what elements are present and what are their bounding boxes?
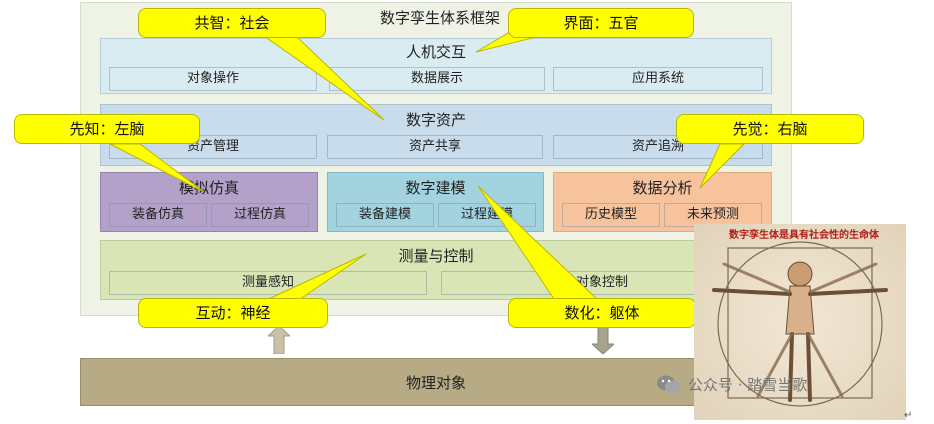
callout-right-brain: 先觉：右脑 xyxy=(676,114,864,144)
vitruvian-man-icon xyxy=(694,224,906,420)
callout-nerves: 互动：神经 xyxy=(138,298,328,328)
measure-control-title: 测量与控制 xyxy=(398,247,474,265)
paragraph-mark: ↵ xyxy=(904,410,913,421)
simulation-item-equipment: 装备仿真 xyxy=(109,203,207,227)
measure-item-sensing: 测量感知 xyxy=(109,271,427,295)
watermark-text: 公众号 · 踏雪当歌 xyxy=(688,376,808,394)
callout-left-brain: 先知：左脑 xyxy=(14,114,200,144)
modeling-item-equipment: 装备建模 xyxy=(336,203,434,227)
asset-item-tracing: 资产追溯 xyxy=(553,135,763,159)
callout-body: 数化：躯体 xyxy=(508,298,696,328)
callout-senses: 界面：五官 xyxy=(508,8,694,38)
analysis-item-history: 历史模型 xyxy=(562,203,660,227)
modeling-title: 数字建模 xyxy=(405,179,466,197)
analysis-title: 数据分析 xyxy=(632,179,693,197)
simulation-item-process: 过程仿真 xyxy=(211,203,309,227)
measure-control-layer: 测量与控制 测量感知 对象控制 xyxy=(100,240,772,300)
vitruvian-image: 数字孪生体是具有社会性的生命体 xyxy=(694,224,906,420)
arrow-up-icon xyxy=(268,326,290,354)
modeling-item-process: 过程建模 xyxy=(438,203,536,227)
callout-social: 共智：社会 xyxy=(138,8,326,38)
modeling-block: 数字建模 装备建模 过程建模 xyxy=(327,172,544,232)
asset-layer: 数字资产 资产管理 资产共享 资产追溯 xyxy=(100,104,772,166)
simulation-title: 模拟仿真 xyxy=(178,179,239,197)
analysis-block: 数据分析 历史模型 未来预测 xyxy=(553,172,772,232)
wechat-icon xyxy=(657,375,681,394)
hci-item-object-operation: 对象操作 xyxy=(109,67,317,91)
asset-title: 数字资产 xyxy=(405,111,466,129)
arrow-down-icon xyxy=(592,326,614,354)
asset-item-sharing: 资产共享 xyxy=(327,135,543,159)
vitruvian-caption: 数字孪生体是具有社会性的生命体 xyxy=(729,230,879,241)
watermark: 公众号 · 踏雪当歌 xyxy=(656,372,926,398)
simulation-block: 模拟仿真 装备仿真 过程仿真 xyxy=(100,172,318,232)
hci-item-data-display: 数据展示 xyxy=(329,67,545,91)
hci-item-app-system: 应用系统 xyxy=(553,67,763,91)
hci-title: 人机交互 xyxy=(405,43,466,61)
hci-layer: 人机交互 对象操作 数据展示 应用系统 xyxy=(100,38,772,94)
framework-title: 数字孪生体系框架 xyxy=(379,9,500,27)
